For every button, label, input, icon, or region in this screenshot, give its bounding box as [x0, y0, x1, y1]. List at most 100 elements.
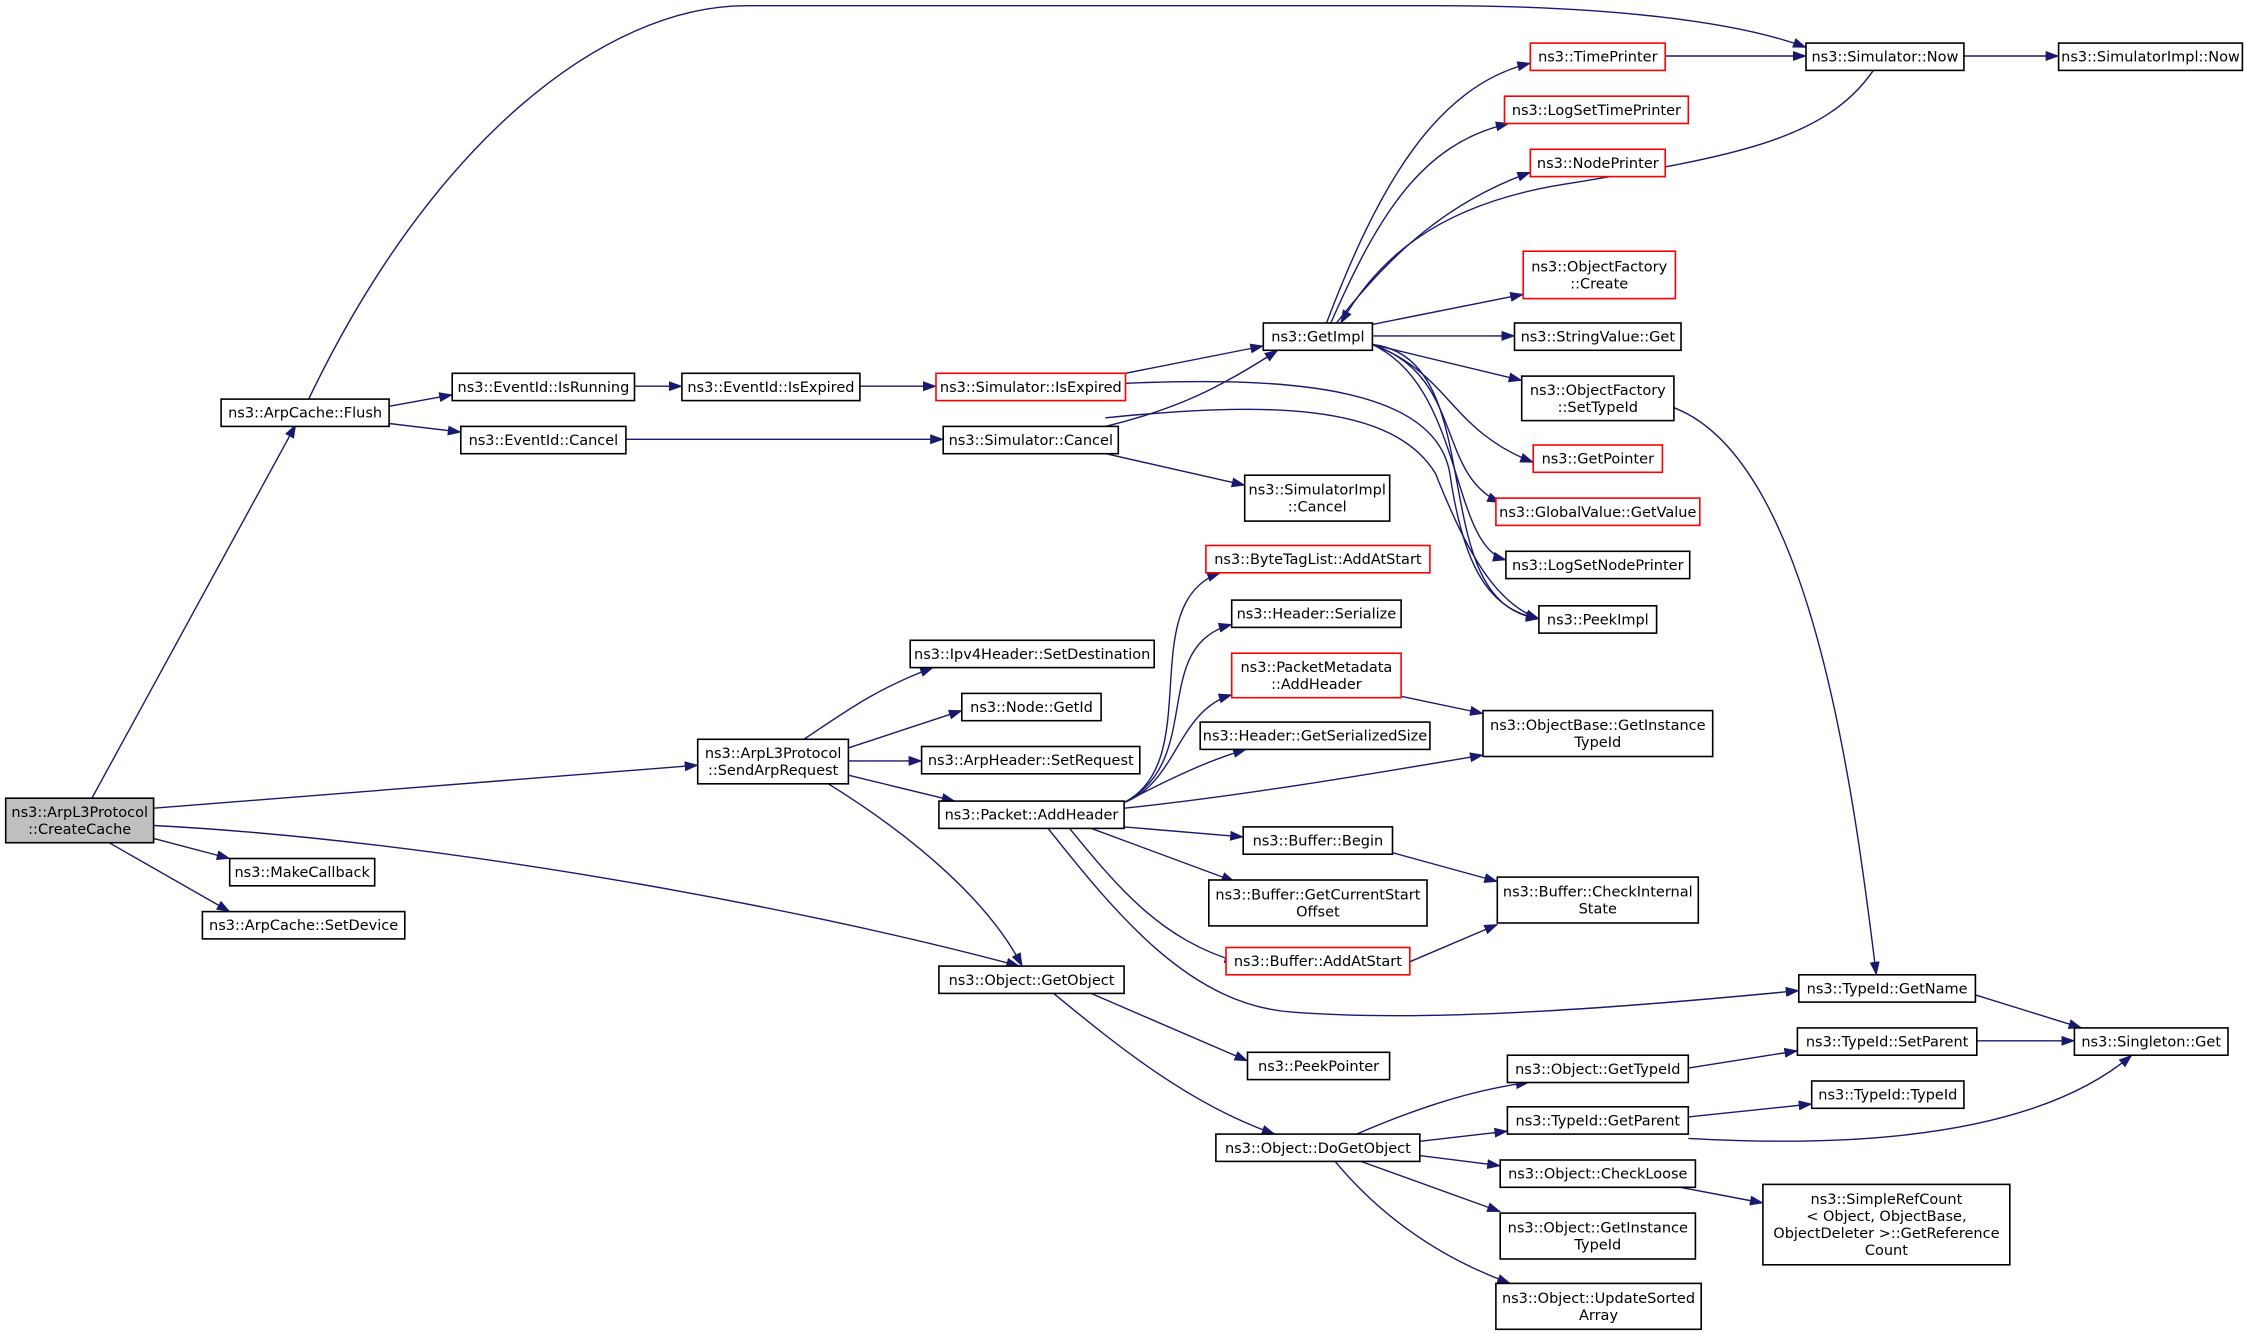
node-label: State: [1579, 902, 1617, 918]
node-n8[interactable]: ns3::GetImpl: [1262, 322, 1374, 352]
node-n25[interactable]: ns3::Packet::AddHeader: [938, 800, 1125, 830]
node-label: ns3::PeekImpl: [1547, 613, 1649, 629]
node-label: ns3::SimulatorImpl::Now: [2061, 50, 2240, 66]
node-n43[interactable]: ns3::TypeId::SetParent: [1796, 1027, 1978, 1057]
node-n22[interactable]: ns3::Ipv4Header::SetDestination: [909, 639, 1156, 669]
node-n26[interactable]: ns3::ByteTagList::AddAtStart: [1205, 544, 1431, 574]
edge-n8-n12: [1330, 121, 1510, 324]
edge-n42-n43: [1688, 1047, 1799, 1069]
node-label: ns3::ObjectFactory: [1530, 383, 1666, 399]
node-n44[interactable]: ns3::TypeId::GetParent: [1506, 1106, 1690, 1135]
node-box: [1505, 550, 1691, 580]
node-n11[interactable]: ns3::SimulatorImpl::Now: [2057, 42, 2244, 72]
node-n23[interactable]: ns3::Node::GetId: [960, 692, 1102, 722]
edge-n25-n34: [1068, 827, 1239, 964]
node-n27[interactable]: ns3::Header::Serialize: [1230, 599, 1402, 629]
edge-n6-n7: [1105, 452, 1246, 488]
node-label: ns3::PacketMetadata: [1240, 660, 1392, 676]
node-label: ns3::GlobalValue::GetValue: [1499, 505, 1696, 521]
node-box: [1205, 544, 1431, 574]
node-box: [1482, 709, 1714, 758]
node-n35[interactable]: ns3::TypeId::GetName: [1798, 973, 1977, 1003]
node-box: [1506, 1106, 1690, 1135]
node-label: ObjectDeleter >::GetReference: [1773, 1226, 1999, 1242]
node-n1[interactable]: ns3::ArpCache::Flush: [220, 398, 390, 428]
node-n16[interactable]: ns3::ObjectFactory::SetTypeId: [1520, 375, 1675, 422]
node-n36[interactable]: ns3::Singleton::Get: [2073, 1027, 2229, 1057]
node-n38[interactable]: ns3::ArpCache::SetDevice: [201, 910, 406, 940]
edge-n16-n35: [1673, 407, 1880, 976]
node-label: ns3::ArpL3Protocol: [11, 805, 148, 821]
node-n4[interactable]: ns3::Simulator::IsExpired: [935, 372, 1127, 402]
node-box: [1262, 322, 1374, 352]
node-n9[interactable]: ns3::TimePrinter: [1529, 42, 1667, 72]
node-label: ns3::MakeCallback: [234, 865, 370, 881]
node-n19[interactable]: ns3::LogSetNodePrinter: [1505, 550, 1691, 580]
node-label: ns3::Header::Serialize: [1237, 607, 1397, 623]
node-label: Offset: [1296, 905, 1340, 921]
node-box: [1513, 322, 1682, 352]
node-box: [1495, 497, 1701, 527]
edge-n41-n42: [1356, 1079, 1530, 1135]
node-n47[interactable]: ns3::SimpleRefCount< Object, ObjectBase,…: [1762, 1183, 2011, 1266]
edge-n25-n32: [1090, 827, 1236, 883]
node-label: ns3::TypeId::GetParent: [1516, 1114, 1681, 1130]
node-label: ns3::ArpCache::Flush: [228, 406, 382, 422]
node-n45[interactable]: ns3::TypeId::TypeId: [1810, 1080, 1965, 1110]
node-n24[interactable]: ns3::ArpHeader::SetRequest: [920, 745, 1141, 775]
edge-n8-n20: [1372, 343, 1540, 622]
node-n28[interactable]: ns3::PacketMetadata::AddHeader: [1230, 652, 1402, 699]
node-n0[interactable]: ns3::ArpL3Protocol::CreateCache: [4, 797, 155, 844]
node-label: ns3::Packet::AddHeader: [945, 808, 1119, 824]
node-n21[interactable]: ns3::ArpL3Protocol::SendArpRequest: [696, 738, 850, 785]
node-n10[interactable]: ns3::Simulator::Now: [1805, 42, 1965, 72]
node-box: [1532, 444, 1664, 474]
edge-n8-n14: [1372, 291, 1525, 326]
node-box: [1246, 1051, 1391, 1081]
node-n29[interactable]: ns3::Header::GetSerializedSize: [1199, 721, 1431, 751]
node-n12[interactable]: ns3::LogSetTimePrinter: [1503, 95, 1690, 125]
node-label: ::Cancel: [1288, 500, 1347, 516]
node-label: ns3::Object::CheckLoose: [1508, 1167, 1687, 1183]
node-n17[interactable]: ns3::GetPointer: [1532, 444, 1664, 474]
node-n42[interactable]: ns3::Object::GetTypeId: [1506, 1054, 1690, 1084]
node-n13[interactable]: ns3::NodePrinter: [1529, 148, 1667, 178]
node-box: [938, 965, 1125, 995]
node-label: ns3::Simulator::Now: [1811, 50, 1958, 66]
edge-n1-n2: [388, 392, 454, 407]
node-n39[interactable]: ns3::Object::GetObject: [938, 965, 1125, 995]
edge-n8-n17: [1372, 343, 1535, 463]
node-box: [1762, 1183, 2011, 1266]
node-box: [1225, 946, 1411, 976]
node-n37[interactable]: ns3::MakeCallback: [228, 857, 376, 887]
edge-n46-n47: [1679, 1186, 1764, 1206]
node-label: TypeId: [1573, 1238, 1621, 1254]
node-n34[interactable]: ns3::Buffer::AddAtStart: [1225, 946, 1411, 976]
node-n40[interactable]: ns3::PeekPointer: [1246, 1051, 1391, 1081]
node-n5[interactable]: ns3::EventId::Cancel: [459, 425, 627, 455]
node-n18[interactable]: ns3::GlobalValue::GetValue: [1495, 497, 1701, 527]
edge-n0-n39: [153, 824, 1021, 968]
node-n41[interactable]: ns3::Object::DoGetObject: [1215, 1133, 1421, 1163]
node-n31[interactable]: ns3::Buffer::Begin: [1242, 826, 1394, 856]
node-n2[interactable]: ns3::EventId::IsRunning: [451, 372, 636, 402]
node-n14[interactable]: ns3::ObjectFactory::Create: [1522, 250, 1677, 300]
node-n6[interactable]: ns3::Simulator::Cancel: [942, 425, 1120, 455]
edge-n6-n8: [1105, 349, 1279, 428]
node-label: ns3::EventId::IsExpired: [687, 380, 854, 396]
node-label: ::Create: [1570, 276, 1628, 292]
node-box: [681, 372, 861, 402]
node-n7[interactable]: ns3::SimulatorImpl::Cancel: [1243, 474, 1391, 522]
node-box: [920, 745, 1141, 775]
node-n3[interactable]: ns3::EventId::IsExpired: [681, 372, 861, 402]
edge-n21-n23: [848, 709, 963, 749]
node-n20[interactable]: ns3::PeekImpl: [1538, 604, 1658, 634]
node-n46[interactable]: ns3::Object::CheckLoose: [1499, 1159, 1697, 1189]
node-label: ns3::Buffer::AddAtStart: [1234, 954, 1402, 970]
node-n15[interactable]: ns3::StringValue::Get: [1513, 322, 1682, 352]
